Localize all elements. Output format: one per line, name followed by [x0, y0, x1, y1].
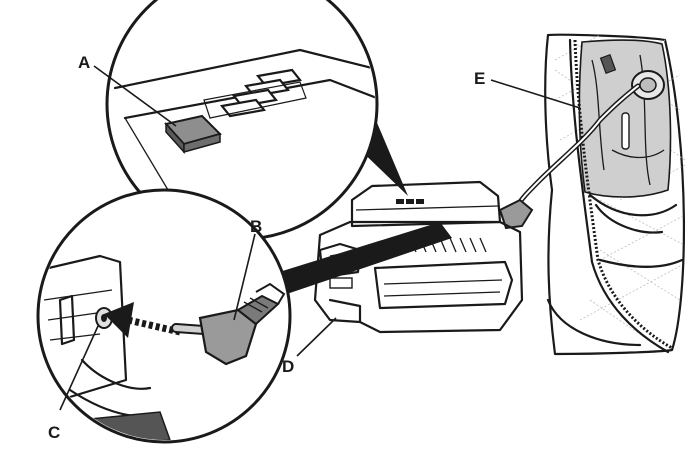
callout-label-b: B: [250, 217, 262, 236]
battery-charge-indicator: [396, 199, 424, 204]
lining-wrinkles: [591, 54, 665, 186]
charge-check-button: [164, 114, 222, 154]
leader-c: [59, 325, 99, 411]
callout-label-a: A: [78, 53, 90, 72]
callout-label-c: C: [48, 423, 60, 442]
led-level-segments: [203, 68, 307, 119]
heated-jacket: [544, 33, 686, 356]
leader-e: [490, 79, 581, 109]
leader-d: [296, 317, 337, 357]
zipper-pull-tab: [599, 54, 617, 74]
leader-a: [93, 65, 177, 127]
callout-label-e: E: [474, 69, 485, 88]
insert-direction-arrow: [104, 302, 181, 338]
lining-slot: [621, 112, 630, 150]
leader-b: [233, 233, 256, 321]
magnifier-pointer-bc: [260, 222, 452, 298]
callout-label-d: D: [282, 357, 294, 376]
jacket-zipper: [573, 39, 673, 350]
cable-plug-b: [171, 282, 286, 366]
leader-lines: [59, 65, 581, 411]
magnifier-circle-bc: [36, 188, 292, 444]
jacket-power-port: [631, 70, 665, 100]
